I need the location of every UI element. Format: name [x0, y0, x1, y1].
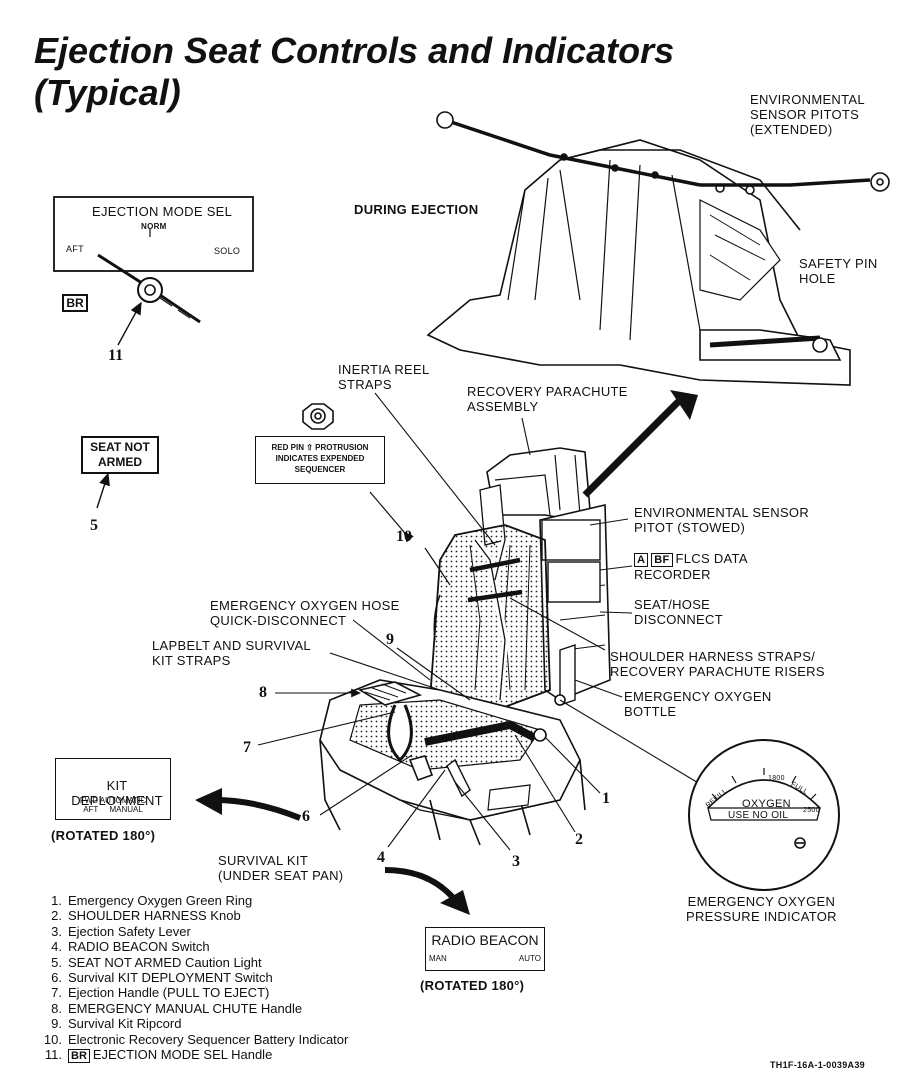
- callout-10: 10: [396, 528, 412, 545]
- kit-deployment-rotated-note: (ROTATED 180°): [51, 828, 156, 843]
- main-ejection-seat-drawing: [319, 447, 611, 846]
- document-id: TH1F-16A-1-0039A39: [770, 1060, 865, 1070]
- curved-arrows: [195, 390, 698, 915]
- page-title: Ejection Seat Controls and Indicators: [34, 30, 675, 71]
- oxygen-pressure-gauge: [688, 739, 840, 891]
- radio-beacon-switch-panel: RADIO BEACON MAN AUTO: [425, 927, 545, 971]
- legend-item: 5.SEAT NOT ARMED Caution Light: [51, 954, 262, 970]
- red-pin-indicator-box: RED PIN ⇧ PROTRUSION INDICATES EXPENDED …: [255, 436, 385, 484]
- mode-sel-aft-label: AFT: [66, 244, 84, 254]
- legend-item: 7.Ejection Handle (PULL TO EJECT): [51, 985, 270, 1001]
- callout-11: 11: [108, 347, 124, 364]
- callout-8: 8: [259, 684, 267, 701]
- gauge-use-no-oil: USE NO OIL: [728, 810, 789, 821]
- callout-5: 5: [90, 517, 98, 534]
- legend-item: 3.Ejection Safety Lever: [51, 923, 191, 939]
- mode-sel-solo-label: SOLO: [214, 246, 241, 256]
- mode-sel-panel: [53, 196, 254, 272]
- label-survival-kit: SURVIVAL KIT(UNDER SEAT PAN): [218, 853, 344, 883]
- mode-sel-handle[interactable]: [97, 253, 201, 324]
- legend-item: 10.Electronic Recovery Sequencer Battery…: [43, 1031, 349, 1047]
- kit-deployment-switch-panel: KIT DEPLOYMENT FWD AUTOMATIC AFT MANUAL: [55, 758, 171, 820]
- callout-3: 3: [512, 853, 520, 870]
- gauge-tick-2500: 2500: [803, 807, 820, 814]
- callout-2: 2: [575, 831, 583, 848]
- leader-lines: [257, 392, 701, 851]
- legend-item: 2.SHOULDER HARNESS Knob: [51, 908, 241, 924]
- gauge-tick-1800: 1800: [768, 775, 785, 782]
- gauge-oxygen-label: OXYGEN: [742, 798, 791, 810]
- mode-sel-heading: EJECTION MODE SEL: [92, 204, 233, 219]
- during-ejection-label: DURING EJECTION: [354, 202, 479, 217]
- seat-not-armed-light: SEAT NOT ARMED: [81, 436, 159, 474]
- page-title-subtitle: (Typical): [34, 72, 181, 113]
- seat-during-ejection-drawing: [426, 111, 890, 386]
- callout-9: 9: [386, 631, 394, 648]
- legend-item: 4.RADIO BEACON Switch: [51, 939, 210, 955]
- callout-7: 7: [243, 739, 251, 756]
- callout-1: 1: [602, 790, 610, 807]
- red-pin-nut: [302, 403, 334, 430]
- legend-item: 9.Survival Kit Ripcord: [51, 1016, 182, 1032]
- callout-6: 6: [302, 808, 310, 825]
- callout-4: 4: [377, 849, 385, 866]
- radio-beacon-rotated-note: (ROTATED 180°): [420, 978, 525, 993]
- legend-item: 1.Emergency Oxygen Green Ring: [51, 893, 253, 908]
- mode-sel-norm-label: NORM: [141, 222, 167, 231]
- label-shoulder-harness: SHOULDER HARNESS STRAPS/RECOVERY PARACHU…: [610, 649, 825, 679]
- br-tag: BR: [62, 294, 88, 312]
- legend-item: 8.EMERGENCY MANUAL CHUTE Handle: [51, 1000, 303, 1016]
- legend-list: 1.Emergency Oxygen Green Ring 2.SHOULDER…: [36, 893, 349, 1064]
- legend-item: 6.Survival KIT DEPLOYMENT Switch: [51, 970, 273, 986]
